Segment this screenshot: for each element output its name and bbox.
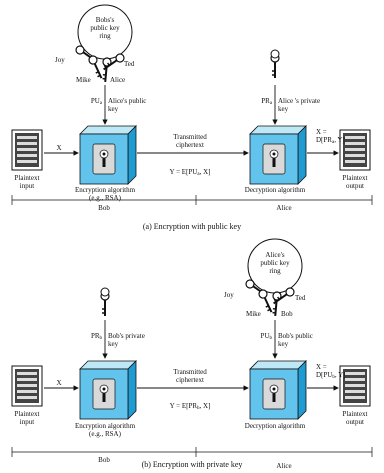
x-input-label-a: X (56, 144, 62, 152)
y-equation-a: Y = E[PUa, X] (169, 168, 211, 177)
encryption-box-a (79, 125, 137, 185)
ring-name-bob-b: Bob (281, 310, 293, 318)
ring-label-a: Bobs's public key ring (90, 16, 120, 40)
plaintext-input-label-b: Plaintext input (14, 410, 40, 426)
plaintext-input-doc-a (11, 129, 43, 171)
y-equation-b: Y = E[PRb, X] (169, 402, 211, 411)
decryption-box-b (249, 360, 307, 420)
pu-key-label-b: PUb (260, 332, 272, 341)
caption-b: (b) Encryption with private key (141, 460, 243, 469)
right-party-a: Alice (276, 204, 292, 212)
ring-name-mike-a: Mike (76, 76, 91, 84)
x-input-label-b: X (56, 379, 62, 387)
ring-name-alice-a: Alice (110, 76, 126, 84)
pr-key-label-b: PRb (90, 332, 102, 341)
pr-key-desc-b: Bob's private key (108, 332, 145, 348)
pr-key-desc-a: Alice 's private key (278, 97, 321, 113)
pu-key-label-a: PUa (90, 97, 102, 106)
plaintext-output-label-b: Plaintext output (342, 410, 368, 426)
encryption-alg-label-a: Encryption algorithm (e.g., RSA) (74, 186, 136, 202)
ring-name-joy-b: Joy (224, 291, 234, 299)
ring-name-ted-b: Ted (295, 294, 306, 302)
plaintext-input-label-a: Plaintext input (14, 174, 40, 190)
ring-key-bob-b-icon (270, 290, 283, 318)
pu-key-desc-a: Alice's public key (108, 97, 147, 113)
right-party-b: Alice (276, 462, 292, 470)
caption-a: (a) Encryption with public key (142, 222, 242, 231)
left-party-b: Bob (98, 456, 110, 464)
decryption-box-a (249, 125, 307, 185)
panel-b (11, 238, 373, 457)
encryption-alg-label-b: Encryption algorithm (e.g., RSA) (74, 422, 136, 438)
transmitted-label-b: Transmitted ciphertext (173, 368, 207, 384)
x-output-equation-a: X = D[PRa, Y] (316, 128, 345, 145)
encryption-box-b (79, 360, 137, 420)
plaintext-input-doc-b (11, 365, 43, 407)
panel-a (11, 4, 373, 205)
left-party-a: Bob (98, 204, 110, 212)
ring-label-b: Alice's public key ring (260, 251, 290, 275)
transmitted-label-a: Transmitted ciphertext (173, 133, 207, 149)
plaintext-output-label-a: Plaintext output (342, 174, 368, 190)
pu-key-desc-b: Bob's public key (278, 332, 313, 348)
pr-key-label-a: PRa (261, 97, 272, 106)
ring-name-joy-a: Joy (55, 56, 65, 64)
ring-name-ted-a: Ted (124, 60, 135, 68)
ring-name-mike-b: Mike (246, 310, 261, 318)
x-output-equation-b: X = D[PUb, Y] (316, 363, 346, 380)
decryption-alg-label-b: Decryption algorithm (244, 422, 306, 430)
decryption-alg-label-a: Decryption algorithm (244, 186, 306, 194)
